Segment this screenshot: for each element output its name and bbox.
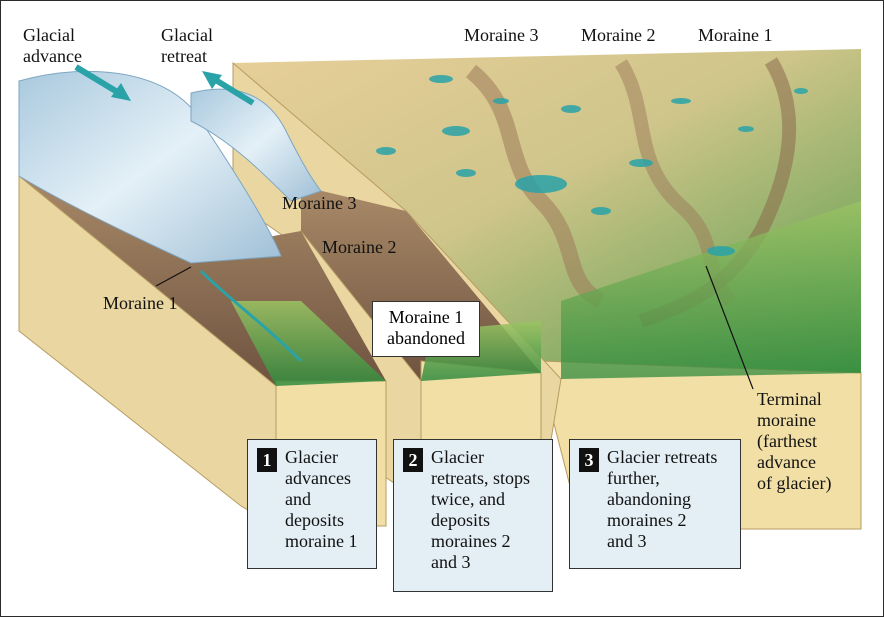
step-3-number: 3 (579, 448, 599, 472)
glacial-advance-label: Glacial advance (23, 25, 82, 66)
glacier-advance-tongue (18, 70, 282, 264)
moraine-1-abandoned-label: Moraine 1 abandoned (387, 307, 465, 348)
moraine-3-mid-label: Moraine 3 (282, 193, 357, 213)
step-2-box: 2 Glacier retreats, stops twice, and dep… (393, 439, 553, 592)
step-3-text: Glacier retreats further, abandoning mor… (607, 447, 718, 551)
moraine-3-top-label: Moraine 3 (464, 25, 539, 45)
lakes (376, 75, 808, 256)
moraine-1-leader (155, 266, 192, 287)
retreat-arrow-icon (202, 71, 255, 106)
meltwater-stream (199, 269, 303, 363)
glacier-retreat-tongue (190, 88, 322, 202)
terminal-moraine-label: Terminal moraine (farthest advance of gl… (757, 389, 832, 493)
glacial-retreat-label: Glacial retreat (161, 25, 213, 66)
step-2-text: Glacier retreats, stops twice, and depos… (431, 447, 530, 572)
terminal-moraine-leader (705, 265, 754, 390)
block-1-vegetation (231, 301, 386, 386)
glacier-ice (18, 70, 322, 264)
advance-arrow-icon (74, 64, 131, 101)
moraine-2-top-label: Moraine 2 (581, 25, 656, 45)
moraine-1-top-label: Moraine 1 (698, 25, 773, 45)
step-2-number: 2 (403, 448, 423, 472)
moraine-3-ridge (465, 64, 606, 309)
step-1-text: Glacier advances and deposits moraine 1 (285, 447, 358, 551)
moraine-2-mid-label: Moraine 2 (322, 237, 397, 257)
step-1-number: 1 (257, 448, 277, 472)
moraine-1-abandoned-box: Moraine 1 abandoned (372, 301, 480, 357)
step-1-box: 1 Glacier advances and deposits moraine … (247, 439, 377, 569)
step-3-box: 3 Glacier retreats further, abandoning m… (569, 439, 741, 569)
forest-area (561, 201, 861, 379)
moraine-1-left-label: Moraine 1 (103, 293, 178, 313)
